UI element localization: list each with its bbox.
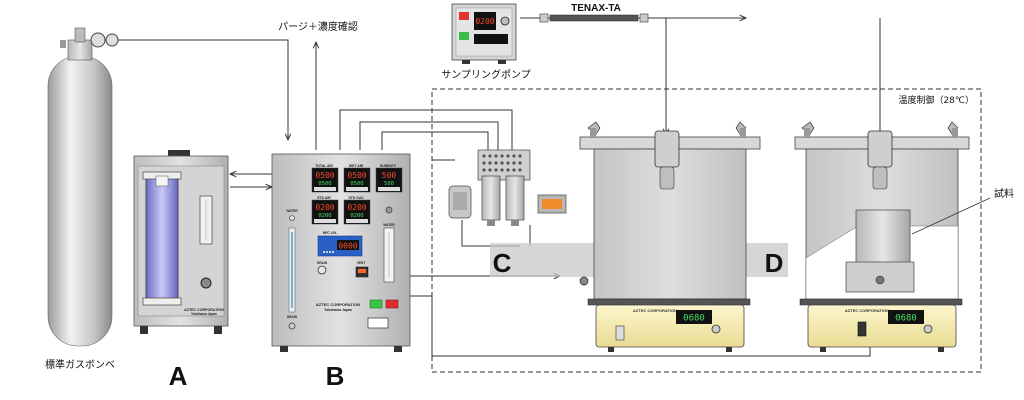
svg-text:VENT: VENT xyxy=(357,261,366,265)
svg-text:WATER: WATER xyxy=(286,209,298,213)
svg-text:0200: 0200 xyxy=(347,203,366,212)
sample-block xyxy=(855,209,911,267)
chamber-right-knob[interactable] xyxy=(923,324,933,334)
chamber-left: AZTEC CORPORATION 0680 xyxy=(579,121,761,352)
zone-c-letter: C xyxy=(493,248,512,278)
unit-a-letter: A xyxy=(169,361,188,391)
unit-b-controller-2: WET AIR 0500 0500 xyxy=(343,164,371,193)
svg-text:STD AIR: STD AIR xyxy=(317,196,331,200)
svg-text:MFC VOL: MFC VOL xyxy=(323,231,337,235)
svg-text:0500: 0500 xyxy=(315,171,334,180)
chamber-right: AZTEC CORPORATION 0680 試料 D xyxy=(765,121,1014,352)
chamber-left-display: 0680 xyxy=(683,314,705,324)
sample-label: 試料 xyxy=(994,187,1014,200)
pump-display: 0200 xyxy=(475,17,494,26)
unit-b-left-valve-icon xyxy=(289,215,295,221)
svg-text:0500: 0500 xyxy=(350,181,363,187)
chamber-left-brand: AZTEC CORPORATION xyxy=(633,308,677,313)
svg-text:WET AIR: WET AIR xyxy=(349,164,364,168)
pump-label: サンプリングポンプ xyxy=(441,68,530,81)
unit-b-city: Yokohama Japan xyxy=(324,308,352,312)
svg-text:DRAIN: DRAIN xyxy=(287,315,298,319)
svg-text:DRAIN: DRAIN xyxy=(317,261,328,265)
svg-text:0000: 0000 xyxy=(338,242,357,251)
svg-text:STD GAS: STD GAS xyxy=(348,196,364,200)
tenax-label: TENAX-TA xyxy=(571,3,621,14)
zone-d-letter: D xyxy=(765,248,784,278)
svg-text:HUMIDITY: HUMIDITY xyxy=(380,164,397,168)
unit-b-green-button[interactable] xyxy=(369,299,383,309)
unit-a-knob[interactable] xyxy=(200,277,212,289)
purge-label: パージ＋濃度確認 xyxy=(278,20,358,33)
svg-text:0500: 0500 xyxy=(347,171,366,180)
unit-b-letter: B xyxy=(326,361,345,391)
zone-c-assembly: C xyxy=(448,149,567,278)
unit-b-slot xyxy=(367,317,389,329)
unit-b-controller-3: HUMIDITY 500 500 xyxy=(375,164,403,193)
unit-b: TOTAL AIR 0500 0500 WET AIR 0500 0500 HU… xyxy=(271,153,411,391)
unit-a-brand: AZTEC CORPORATION xyxy=(184,308,224,312)
gas-cylinder: 標準ガスボンベ xyxy=(45,27,119,371)
unit-a: AZTEC CORPORATION Yokohama Japan A xyxy=(133,150,229,391)
chamber-left-knob[interactable] xyxy=(711,324,721,334)
svg-text:0200: 0200 xyxy=(350,213,363,219)
svg-text:500: 500 xyxy=(382,171,397,180)
unit-a-city: Yokohama Japan xyxy=(191,312,217,316)
sampling-pump: 0200 サンプリングポンプ xyxy=(441,3,531,81)
tenax-tube: TENAX-TA xyxy=(539,3,649,23)
unit-b-controller-4: STD AIR 0200 0200 xyxy=(311,196,339,225)
svg-text:500: 500 xyxy=(384,181,394,187)
svg-text:0200: 0200 xyxy=(318,213,331,219)
unit-b-knob-top[interactable] xyxy=(385,206,393,214)
temperature-label: 温度制御（28℃） xyxy=(898,94,974,106)
gas-cylinder-label: 標準ガスボンベ xyxy=(45,358,115,371)
chamber-right-switch[interactable] xyxy=(857,321,867,337)
svg-text:0200: 0200 xyxy=(315,203,334,212)
unit-b-knob-left[interactable] xyxy=(317,265,327,275)
temperature-zone-boundary xyxy=(431,88,982,373)
svg-text:TOTAL AIR: TOTAL AIR xyxy=(315,164,333,168)
chamber-right-brand: AZTEC CORPORATION xyxy=(845,308,889,313)
svg-text:WATER: WATER xyxy=(383,223,395,227)
pump-knob[interactable] xyxy=(500,16,510,26)
unit-b-red-button[interactable] xyxy=(385,299,399,309)
svg-text:0500: 0500 xyxy=(318,181,331,187)
unit-b-controller-5: STD GAS 0200 0200 xyxy=(343,196,371,225)
chamber-left-switch[interactable] xyxy=(615,325,625,341)
unit-b-controller-1: TOTAL AIR 0500 0500 xyxy=(311,164,339,193)
chamber-right-display: 0680 xyxy=(895,314,917,324)
unit-b-brand: AZTEC CORPORATION xyxy=(316,302,360,307)
